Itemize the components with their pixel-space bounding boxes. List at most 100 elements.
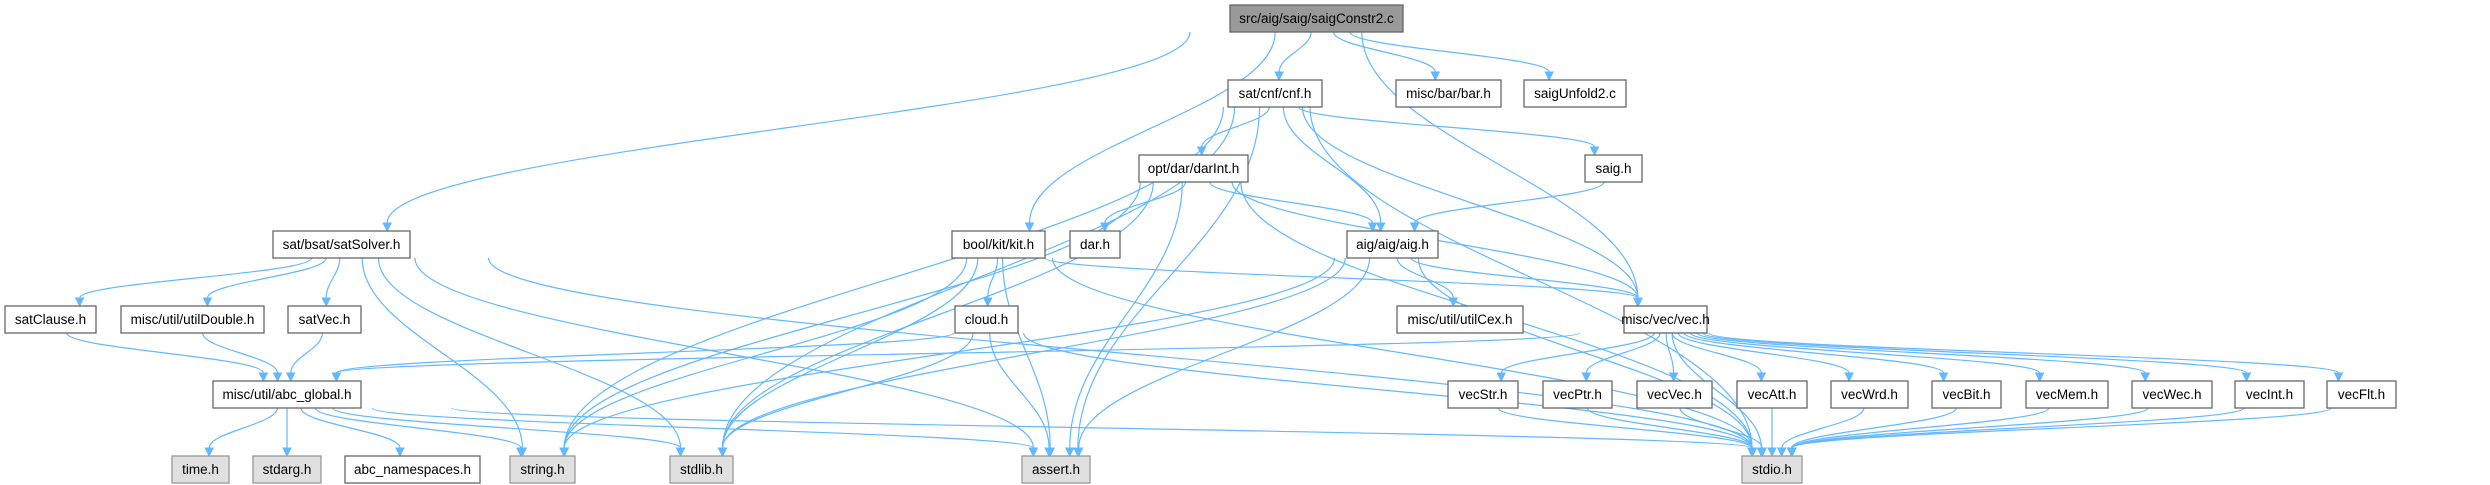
edge-abcglobal-to-string bbox=[314, 407, 522, 449]
edge-abcglobal-to-abcns bbox=[300, 407, 401, 449]
node-vec[interactable]: misc/vec/vec.h bbox=[1621, 305, 1710, 334]
edge-vec-to-stdio bbox=[1671, 332, 1762, 449]
node-vecmem[interactable]: vecMem.h bbox=[2025, 380, 2109, 409]
node-vecflt[interactable]: vecFlt.h bbox=[2326, 380, 2397, 409]
node-cnf[interactable]: sat/cnf/cnf.h bbox=[1227, 79, 1323, 108]
node-box bbox=[509, 455, 576, 484]
node-abcns[interactable]: abc_namespaces.h bbox=[344, 455, 481, 484]
edge-abcglobal-to-assert bbox=[371, 407, 1034, 449]
node-stdlib: stdlib.h bbox=[669, 455, 734, 484]
node-box bbox=[344, 455, 481, 484]
edge-root-to-cnf bbox=[1278, 31, 1312, 73]
arrowhead-icon bbox=[1044, 447, 1054, 458]
arrowhead-icon bbox=[516, 447, 526, 458]
node-label: misc/util/abc_global.h bbox=[222, 387, 351, 402]
arrowhead-icon bbox=[1668, 372, 1679, 383]
arrowhead-icon bbox=[1024, 222, 1035, 233]
node-box bbox=[171, 455, 230, 484]
node-box bbox=[1623, 305, 1708, 334]
edge-satvec-to-abcglobal bbox=[290, 332, 324, 374]
edge-cnf-to-vec bbox=[1301, 106, 1639, 299]
node-abcglobal[interactable]: misc/util/abc_global.h bbox=[212, 380, 362, 409]
node-box bbox=[1636, 380, 1713, 409]
arrowhead-icon bbox=[1776, 447, 1787, 458]
node-vecvec[interactable]: vecVec.h bbox=[1636, 380, 1713, 409]
edge-vecptr-to-stdio bbox=[1586, 407, 1754, 449]
arrowhead-icon bbox=[382, 222, 392, 233]
node-label: vecWec.h bbox=[2142, 387, 2201, 402]
node-vecwrd[interactable]: vecWrd.h bbox=[1830, 380, 1909, 409]
edge-cloud-to-abcglobal bbox=[335, 332, 955, 374]
node-label: stdio.h bbox=[1752, 462, 1792, 477]
node-aig[interactable]: aig/aig/aig.h bbox=[1346, 230, 1439, 259]
node-vecwec[interactable]: vecWec.h bbox=[2131, 380, 2213, 409]
edge-vec-to-vecvec bbox=[1665, 332, 1675, 374]
arrowhead-icon bbox=[1767, 447, 1777, 458]
node-box bbox=[2326, 380, 2397, 409]
node-box bbox=[1069, 230, 1121, 259]
edge-abcglobal-to-stdlib bbox=[332, 407, 682, 449]
node-box bbox=[954, 305, 1019, 334]
node-unfold[interactable]: saigUnfold2.c bbox=[1523, 79, 1627, 108]
edge-cloud-to-stdio bbox=[1023, 332, 1753, 449]
edge-vecmem-to-stdio bbox=[1791, 407, 2050, 449]
node-cloud[interactable]: cloud.h bbox=[954, 305, 1019, 334]
edge-vecwrd-to-stdio bbox=[1781, 407, 1865, 449]
arrowhead-icon bbox=[395, 447, 405, 458]
edge-vec-to-vecint bbox=[1702, 332, 2248, 374]
node-stdio: stdio.h bbox=[1741, 455, 1803, 484]
node-label: saigUnfold2.c bbox=[1534, 86, 1616, 101]
node-kit[interactable]: bool/kit/kit.h bbox=[951, 230, 1046, 259]
node-satclause[interactable]: satClause.h bbox=[4, 305, 97, 334]
arrowhead-icon bbox=[1196, 146, 1207, 157]
edge-vecwec-to-stdio bbox=[1791, 407, 2149, 449]
node-satsolver[interactable]: sat/bsat/satSolver.h bbox=[272, 230, 411, 259]
arrowhead-icon bbox=[1544, 71, 1554, 82]
node-utildouble[interactable]: misc/util/utilDouble.h bbox=[120, 305, 265, 334]
edges-layer bbox=[66, 31, 2344, 458]
edge-satsolver-to-satvec bbox=[325, 257, 341, 299]
node-vecbit[interactable]: vecBit.h bbox=[1931, 380, 2002, 409]
node-satvec[interactable]: satVec.h bbox=[287, 305, 362, 334]
arrowhead-icon bbox=[1581, 372, 1592, 383]
node-label: time.h bbox=[182, 462, 219, 477]
arrowhead-icon bbox=[1844, 372, 1854, 383]
node-stdarg: stdarg.h bbox=[252, 455, 322, 484]
arrowhead-icon bbox=[1787, 447, 1797, 458]
edge-vec-to-vecmem bbox=[1689, 332, 2041, 374]
node-label: vecStr.h bbox=[1459, 387, 1508, 402]
edge-darint-to-aig bbox=[1209, 181, 1374, 224]
node-vecstr[interactable]: vecStr.h bbox=[1447, 380, 1519, 409]
edge-aig-to-utilcex bbox=[1396, 257, 1454, 299]
node-darint[interactable]: opt/dar/darInt.h bbox=[1138, 154, 1249, 183]
arrowhead-icon bbox=[982, 297, 993, 308]
edge-satsolver-to-stdio bbox=[487, 257, 1753, 449]
node-box bbox=[1931, 380, 2002, 409]
node-label: vecInt.h bbox=[2246, 387, 2293, 402]
arrowhead-icon bbox=[1409, 222, 1420, 233]
edge-vec-to-vecbit bbox=[1683, 332, 1945, 374]
arrowhead-icon bbox=[258, 372, 269, 383]
arrowhead-icon bbox=[1028, 447, 1039, 458]
node-saig[interactable]: saig.h bbox=[1584, 154, 1643, 183]
arrowhead-icon bbox=[1367, 222, 1378, 233]
node-utilcex[interactable]: misc/util/utilCex.h bbox=[1396, 305, 1524, 334]
node-box bbox=[1447, 380, 1519, 409]
node-bar[interactable]: misc/bar/bar.h bbox=[1395, 79, 1502, 108]
node-dar[interactable]: dar.h bbox=[1069, 230, 1121, 259]
arrowhead-icon bbox=[1274, 71, 1284, 82]
node-box bbox=[1346, 230, 1439, 259]
node-box bbox=[2025, 380, 2109, 409]
node-vecint[interactable]: vecInt.h bbox=[2234, 380, 2305, 409]
node-vecatt[interactable]: vecAtt.h bbox=[1736, 380, 1808, 409]
node-label: string.h bbox=[520, 462, 564, 477]
node-label: vecAtt.h bbox=[1748, 387, 1797, 402]
arrowhead-icon bbox=[272, 372, 283, 383]
edge-vec-to-vecflt bbox=[1708, 332, 2340, 374]
edge-satsolver-to-assert bbox=[414, 257, 1034, 449]
node-vecptr[interactable]: vecPtr.h bbox=[1542, 380, 1613, 409]
edge-darint-to-string bbox=[563, 181, 1141, 449]
edge-darint-to-dar bbox=[1104, 181, 1187, 224]
